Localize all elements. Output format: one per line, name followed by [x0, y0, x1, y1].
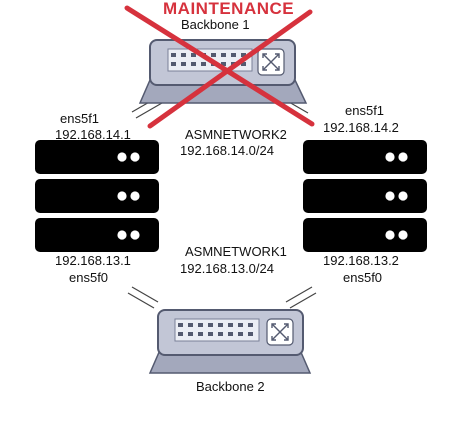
maintenance-label: MAINTENANCE: [163, 0, 295, 18]
network-1-name: ASMNETWORK1: [185, 244, 287, 259]
backbone-bottom-label: Backbone 2: [196, 379, 265, 394]
right-upper-iface-label: ens5f1: [345, 103, 385, 118]
maintenance-cross-icon: [124, 5, 315, 129]
right-server-stack-icon: [303, 140, 427, 252]
network-2-subnet: 192.168.14.0/24: [180, 143, 274, 158]
right-lower-ip-label: 192.168.13.2: [323, 253, 399, 268]
link-bottom-left: [127, 286, 159, 309]
left-server-stack-icon: [35, 140, 159, 252]
backbone-bottom-switch-icon: [148, 309, 312, 374]
left-lower-iface-label: ens5f0: [69, 270, 109, 285]
network-1-subnet: 192.168.13.0/24: [180, 261, 274, 276]
left-upper-ip-label: 192.168.14.1: [55, 127, 131, 142]
link-bottom-right: [285, 286, 317, 309]
left-lower-ip-label: 192.168.13.1: [55, 253, 131, 268]
right-upper-ip-label: 192.168.14.2: [323, 120, 399, 135]
right-lower-iface-label: ens5f0: [343, 270, 383, 285]
network-2-name: ASMNETWORK2: [185, 127, 287, 142]
left-upper-iface-label: ens5f1: [60, 111, 100, 126]
backbone-top-label: Backbone 1: [181, 17, 250, 32]
